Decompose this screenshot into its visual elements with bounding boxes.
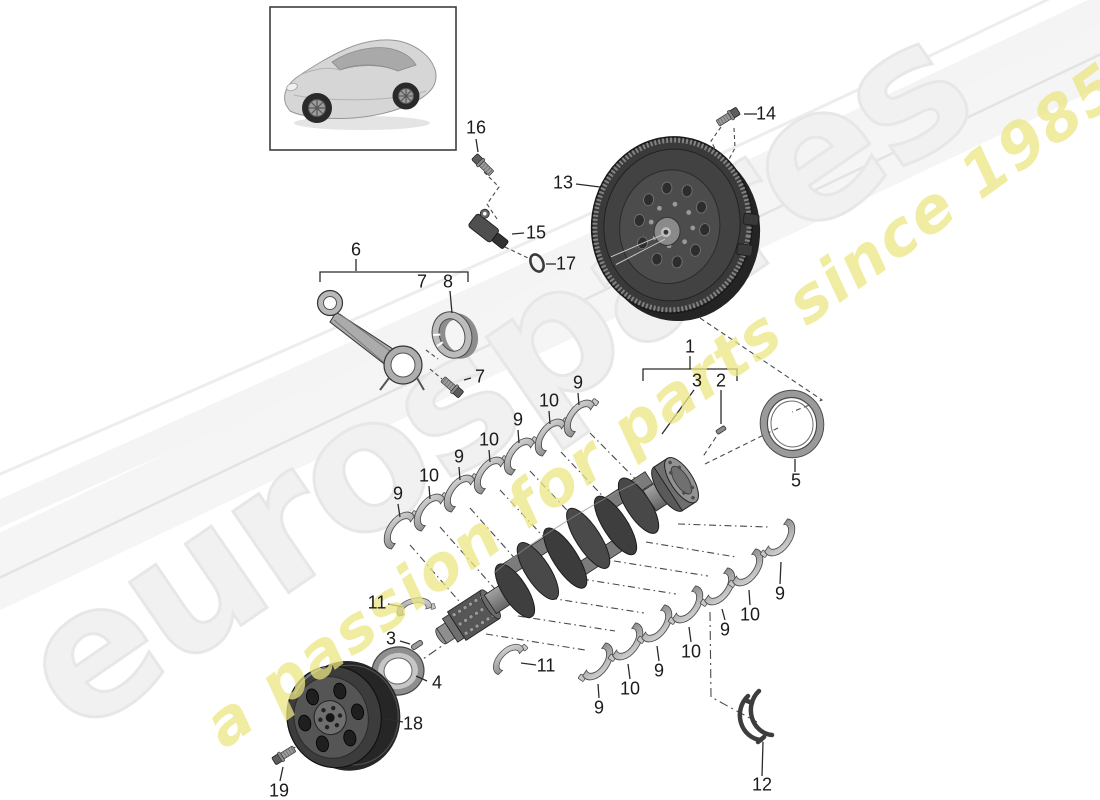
crankshaft-sensor [468, 208, 509, 249]
callout-9[interactable]: 9 [392, 483, 404, 504]
rod-bearing-shells [431, 311, 479, 359]
callout-7[interactable]: 7 [474, 366, 486, 387]
thrust-washers-12 [737, 688, 775, 745]
callout-10[interactable]: 10 [418, 465, 440, 486]
callout-4[interactable]: 4 [431, 672, 443, 693]
crankshaft [435, 457, 699, 645]
dowel-pin-2 [715, 425, 727, 435]
woodruff-key-3 [410, 640, 424, 650]
callout-13[interactable]: 13 [552, 172, 574, 193]
callout-7[interactable]: 7 [416, 271, 428, 292]
o-ring-17 [529, 253, 545, 273]
callout-11[interactable]: 11 [536, 655, 556, 676]
callout-3[interactable]: 3 [385, 628, 397, 649]
callout-10[interactable]: 10 [680, 641, 702, 662]
callout-2[interactable]: 2 [715, 370, 727, 391]
callout-10[interactable]: 10 [619, 678, 641, 699]
callout-12[interactable]: 12 [751, 774, 773, 795]
callout-10[interactable]: 10 [538, 390, 560, 411]
callout-1[interactable]: 1 [684, 336, 696, 357]
callout-9[interactable]: 9 [512, 409, 524, 430]
callout-15[interactable]: 15 [525, 222, 547, 243]
callout-3[interactable]: 3 [691, 370, 703, 391]
callout-18[interactable]: 18 [402, 713, 424, 734]
flywheel [590, 136, 761, 322]
callout-10[interactable]: 10 [739, 604, 761, 625]
callout-9[interactable]: 9 [453, 446, 465, 467]
seal-ring-4 [371, 646, 425, 696]
callout-9[interactable]: 9 [593, 697, 605, 718]
vehicle-box [269, 6, 457, 151]
leader-lines [279, 113, 796, 782]
callout-19[interactable]: 19 [268, 780, 290, 800]
connecting-rod [316, 289, 425, 391]
callout-16[interactable]: 16 [465, 117, 487, 138]
callout-14[interactable]: 14 [755, 103, 777, 124]
callout-9[interactable]: 9 [774, 583, 786, 604]
seal-ring-5 [759, 389, 825, 459]
callout-9[interactable]: 9 [572, 372, 584, 393]
callout-5[interactable]: 5 [790, 470, 802, 491]
callout-9[interactable]: 9 [719, 619, 731, 640]
callout-17[interactable]: 17 [555, 253, 577, 274]
callout-10[interactable]: 10 [478, 429, 500, 450]
vehicle-thumbnail-image [284, 39, 437, 130]
callout-9[interactable]: 9 [653, 660, 665, 681]
callout-11[interactable]: 11 [367, 592, 387, 613]
callout-8[interactable]: 8 [442, 271, 454, 292]
pulley-damper [286, 661, 401, 771]
callout-6[interactable]: 6 [350, 239, 362, 260]
